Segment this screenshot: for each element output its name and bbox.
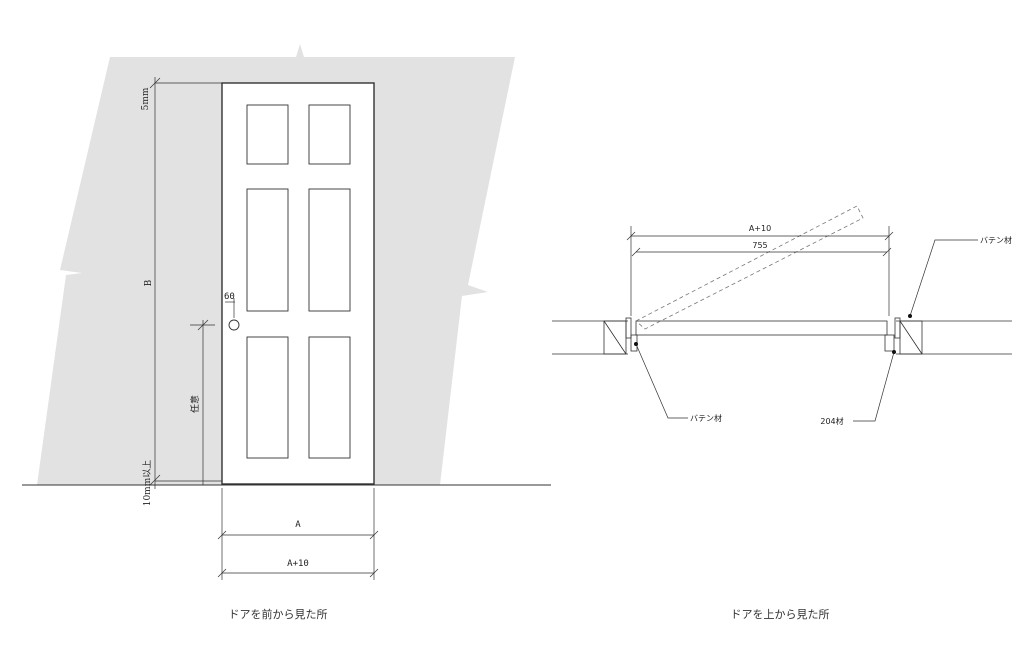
handle-height-dimension — [190, 319, 215, 485]
height-label: B — [144, 279, 154, 286]
front-view-caption: ドアを前から見た所 — [229, 607, 328, 621]
batten-right-label: バテン材 — [980, 235, 1012, 245]
width-plus-label: A+10 — [287, 559, 309, 569]
door-panel — [246, 336, 289, 459]
top-width-plus-label: A+10 — [749, 224, 771, 233]
top-view-caption: ドアを上から見た所 — [731, 608, 830, 621]
top-width-dimensions — [626, 226, 894, 316]
batten-left-label: バテン材 — [690, 413, 722, 423]
top-gap-label: 5mm — [141, 87, 151, 110]
stud-label: 204材 — [820, 416, 843, 426]
top-view: A+10 755 バテン材 バテン材 204材 ドアを上から見た所 — [552, 205, 1012, 621]
width-dimensions — [217, 488, 379, 580]
door-outline — [221, 82, 375, 485]
left-frame — [603, 317, 638, 355]
door-panel — [246, 104, 289, 165]
width-label: A — [295, 520, 301, 530]
door-panel — [246, 188, 289, 312]
door-panel — [308, 104, 351, 165]
handle-height-label: 任意 — [189, 395, 201, 413]
leader-lines — [635, 239, 978, 422]
door-knob — [228, 319, 240, 331]
right-frame — [884, 317, 923, 355]
top-width-value-label: 755 — [752, 241, 767, 250]
handle-offset-label: 60 — [224, 292, 235, 302]
handle-offset-dimension — [221, 296, 235, 318]
door-panel — [308, 188, 351, 312]
door-swing — [635, 205, 864, 330]
leader-dot — [892, 350, 896, 354]
bottom-gap-label: 10mm以上 — [142, 460, 153, 507]
door-panel — [308, 336, 351, 459]
wall-section — [552, 320, 1012, 355]
height-dimension — [149, 77, 222, 489]
front-view: 5mm B 10mm以上 任意 60 A A+10 — [22, 44, 551, 621]
leader-dot — [634, 342, 638, 346]
door-leaf — [635, 320, 888, 336]
leader-dot — [908, 314, 912, 318]
